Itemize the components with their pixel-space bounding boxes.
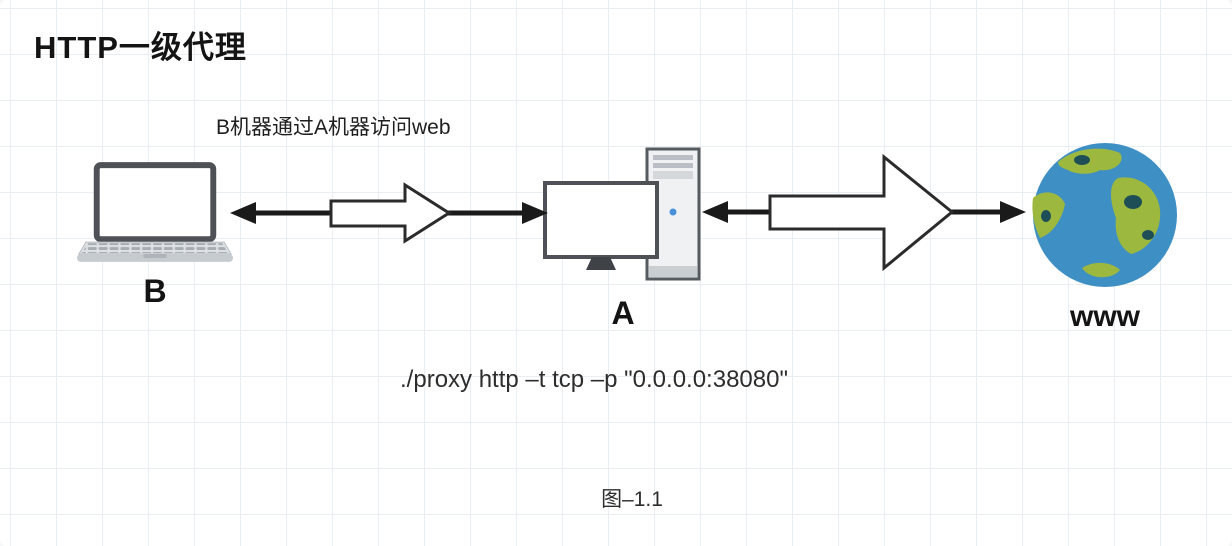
arrow-proxy-web xyxy=(702,153,1026,272)
figure-label: 图–1.1 xyxy=(601,488,663,511)
node-proxy: A xyxy=(543,146,703,332)
node-client: B xyxy=(76,162,234,310)
desktop-computer-icon xyxy=(543,147,701,281)
proxy-command: ./proxy http –t tcp –p "0.0.0.0:38080" xyxy=(400,366,788,393)
laptop-icon xyxy=(76,162,234,262)
node-client-label: B xyxy=(143,273,167,309)
node-web: www xyxy=(1030,140,1180,334)
arrowhead-right-icon xyxy=(1000,201,1026,223)
arrow-client-proxy xyxy=(230,182,548,244)
flow-caption: B机器通过A机器访问web xyxy=(216,116,451,139)
node-web-label: www xyxy=(1069,300,1140,333)
page-title: HTTP一级代理 xyxy=(34,30,247,65)
arrowhead-left-icon xyxy=(702,201,728,223)
globe-icon xyxy=(1032,143,1177,287)
hollow-arrow-icon xyxy=(329,182,452,244)
node-proxy-label: A xyxy=(611,295,635,331)
hollow-arrow-icon xyxy=(768,153,955,272)
